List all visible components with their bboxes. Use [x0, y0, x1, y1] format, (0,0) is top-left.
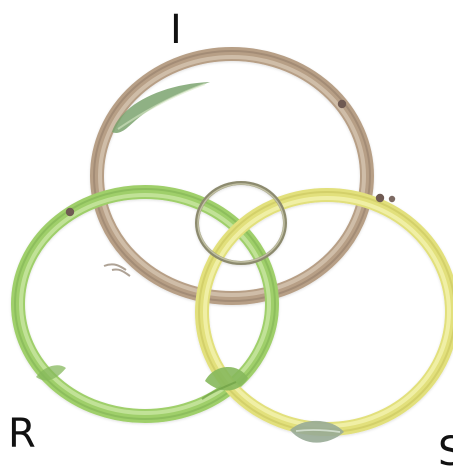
- tendril-left-top: [104, 264, 130, 276]
- bud-right: [376, 194, 384, 202]
- bud-right-2: [389, 196, 395, 202]
- label-top: I: [170, 10, 182, 50]
- label-left: R: [8, 414, 36, 454]
- right-ring-highlight: [205, 198, 449, 426]
- bud-left: [66, 208, 74, 216]
- label-right: S: [438, 432, 453, 472]
- bud-top: [338, 100, 346, 108]
- top-ring-highlight: [100, 57, 364, 295]
